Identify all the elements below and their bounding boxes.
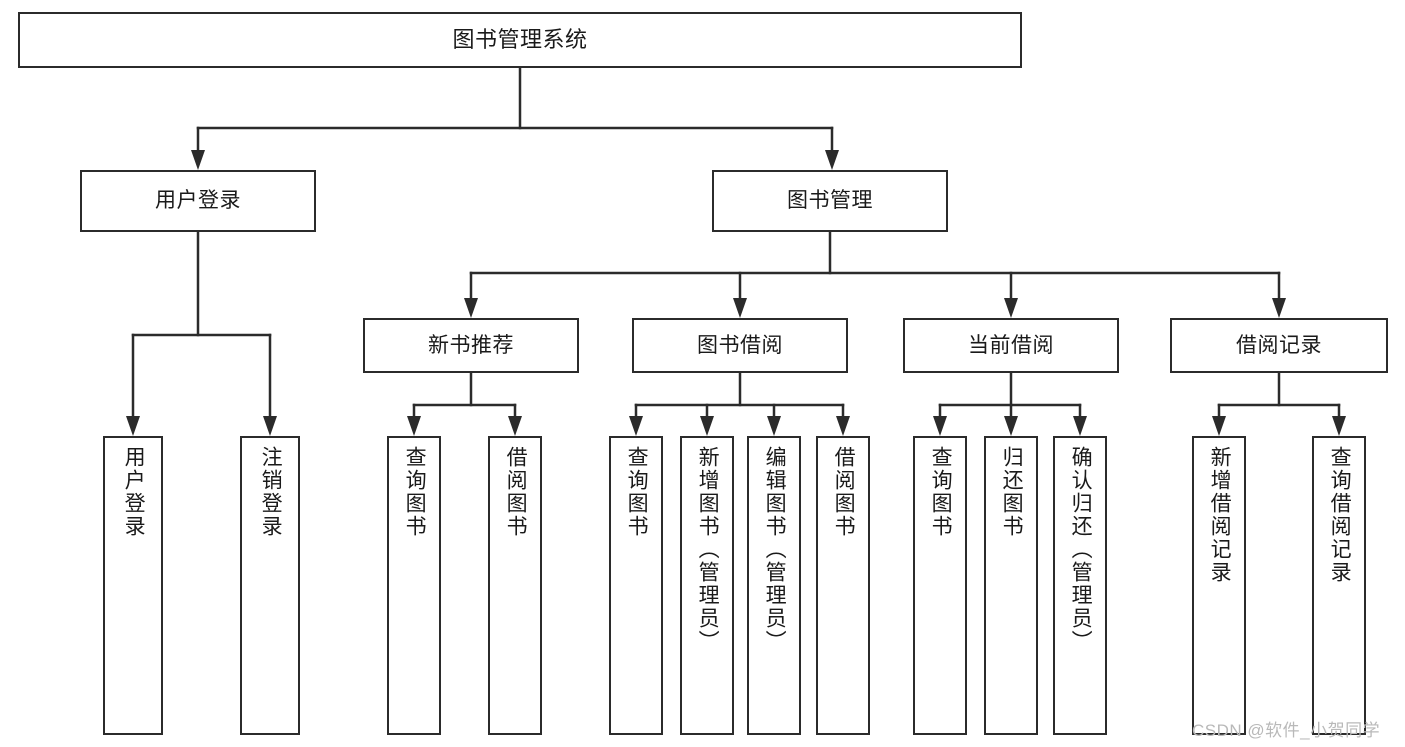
node-label: 借阅图书 — [832, 446, 856, 538]
node-label: 图书借阅 — [697, 333, 783, 357]
node-label: 借阅图书 — [504, 446, 528, 538]
csdn-watermark: CSDN @软件_小贺同学 — [1192, 721, 1381, 740]
arrowhead-icon — [1272, 298, 1286, 318]
arrowhead-icon — [1004, 298, 1018, 318]
arrowhead-icon — [1332, 416, 1346, 436]
arrowhead-icon — [407, 416, 421, 436]
node-leaf-add-borrow-record[interactable]: 新增借阅记录 — [1192, 436, 1246, 735]
arrowhead-icon — [629, 416, 643, 436]
node-label: 用户登录 — [155, 189, 241, 213]
node-label: 归还图书 — [1000, 446, 1024, 538]
arrowhead-icon — [733, 298, 747, 318]
arrowhead-icon — [825, 150, 839, 170]
node-leaf-confirm-return[interactable]: 确认归还（管理员） — [1053, 436, 1107, 735]
node-current-borrow[interactable]: 当前借阅 — [903, 318, 1119, 373]
arrowhead-icon — [767, 416, 781, 436]
node-root[interactable]: 图书管理系统 — [18, 12, 1022, 68]
node-label: 图书管理系统 — [452, 26, 588, 52]
node-leaf-edit-book[interactable]: 编辑图书（管理员） — [747, 436, 801, 735]
node-new-book-recommend[interactable]: 新书推荐 — [363, 318, 579, 373]
node-leaf-query-borrow-record[interactable]: 查询借阅记录 — [1312, 436, 1366, 735]
node-label: 确认归还（管理员） — [1069, 446, 1093, 653]
node-borrow-record[interactable]: 借阅记录 — [1170, 318, 1388, 373]
node-label: 查询图书 — [625, 446, 649, 538]
node-label: 查询图书 — [403, 446, 427, 538]
arrowhead-icon — [191, 150, 205, 170]
arrowhead-icon — [836, 416, 850, 436]
node-leaf-logout-login[interactable]: 注销登录 — [240, 436, 300, 735]
node-label: 查询图书 — [929, 446, 953, 538]
node-leaf-query-book-1[interactable]: 查询图书 — [387, 436, 441, 735]
node-leaf-query-book-3[interactable]: 查询图书 — [913, 436, 967, 735]
node-leaf-user-login[interactable]: 用户登录 — [103, 436, 163, 735]
node-book-manage[interactable]: 图书管理 — [712, 170, 948, 232]
node-label: 新增图书（管理员） — [696, 446, 720, 653]
node-user-login[interactable]: 用户登录 — [80, 170, 316, 232]
arrowhead-icon — [700, 416, 714, 436]
node-leaf-borrow-book-2[interactable]: 借阅图书 — [816, 436, 870, 735]
node-label: 新书推荐 — [428, 333, 514, 357]
node-book-borrow[interactable]: 图书借阅 — [632, 318, 848, 373]
arrowhead-icon — [1212, 416, 1226, 436]
arrowhead-icon — [1004, 416, 1018, 436]
node-leaf-query-book-2[interactable]: 查询图书 — [609, 436, 663, 735]
node-label: 编辑图书（管理员） — [763, 446, 787, 653]
arrowhead-icon — [126, 416, 140, 436]
arrowhead-icon — [508, 416, 522, 436]
node-label: 注销登录 — [259, 446, 283, 538]
node-leaf-add-book[interactable]: 新增图书（管理员） — [680, 436, 734, 735]
node-label: 用户登录 — [122, 446, 146, 538]
arrowhead-icon — [263, 416, 277, 436]
node-label: 当前借阅 — [968, 333, 1054, 357]
node-leaf-return-book[interactable]: 归还图书 — [984, 436, 1038, 735]
node-label: 借阅记录 — [1236, 333, 1322, 357]
node-leaf-borrow-book-1[interactable]: 借阅图书 — [488, 436, 542, 735]
arrowhead-icon — [933, 416, 947, 436]
node-label: 图书管理 — [787, 189, 873, 213]
arrowhead-icon — [464, 298, 478, 318]
arrowhead-icon — [1073, 416, 1087, 436]
node-label: 新增借阅记录 — [1208, 446, 1232, 584]
node-label: 查询借阅记录 — [1328, 446, 1352, 584]
